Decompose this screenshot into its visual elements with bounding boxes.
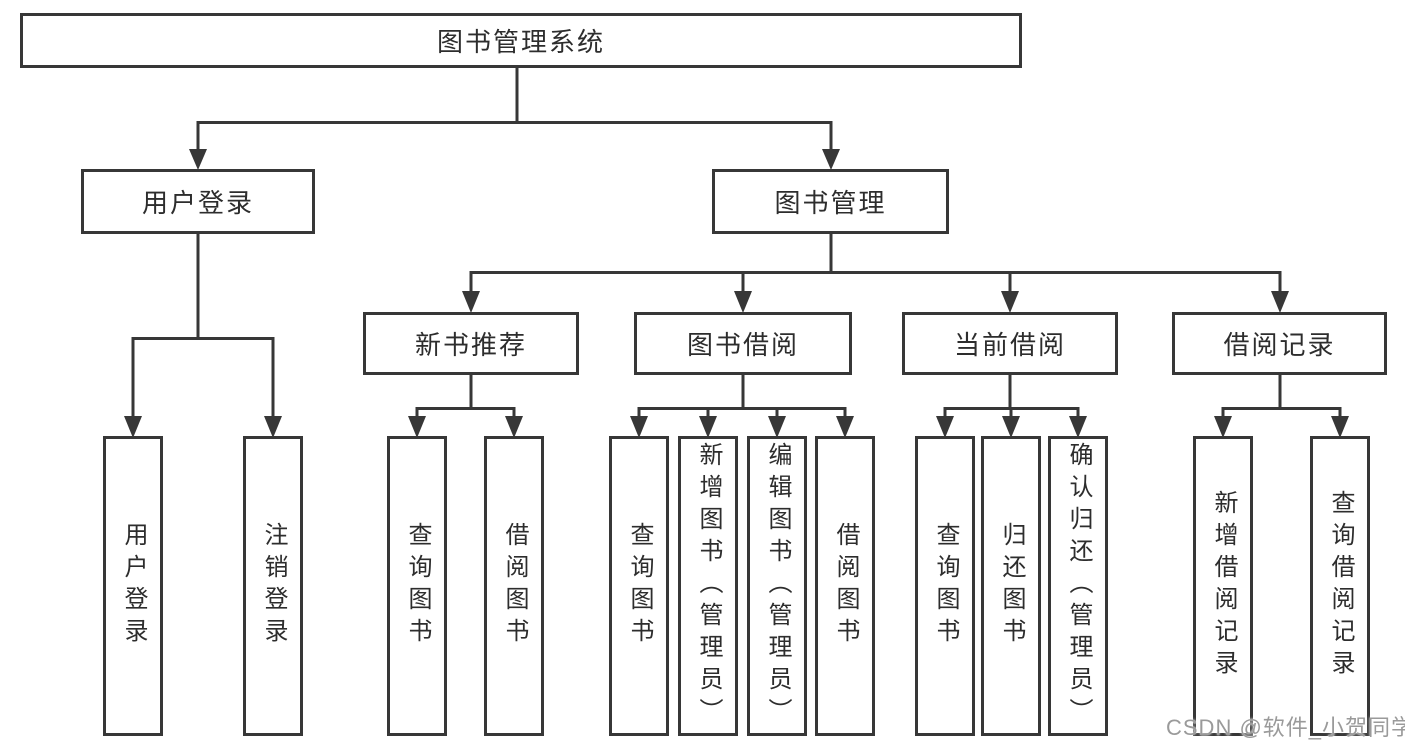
leaf-br-add-record: 新增借阅记录 xyxy=(1193,436,1253,736)
arrow-down-icon xyxy=(264,416,282,438)
connector-user-login-to-leaves xyxy=(124,234,282,438)
leaf-label: 借阅图书 xyxy=(501,522,528,650)
node-new-book-recommend: 新书推荐 xyxy=(363,312,579,375)
leaf-label: 查询图书 xyxy=(932,522,959,650)
leaf-nb-borrow-books: 借阅图书 xyxy=(484,436,544,736)
arrow-down-icon xyxy=(1001,291,1019,313)
arrow-down-icon xyxy=(699,416,717,438)
leaf-br-query-record: 查询借阅记录 xyxy=(1310,436,1370,736)
leaf-label: 用户登录 xyxy=(120,522,147,650)
arrow-down-icon xyxy=(768,416,786,438)
node-borrow-records: 借阅记录 xyxy=(1172,312,1387,375)
arrow-down-icon xyxy=(462,291,480,313)
leaf-label: 确认归还（管理员） xyxy=(1065,442,1092,730)
leaf-label: 归还图书 xyxy=(998,522,1025,650)
arrow-down-icon xyxy=(1271,291,1289,313)
node-root: 图书管理系统 xyxy=(20,13,1022,68)
leaf-cb-return-books: 归还图书 xyxy=(981,436,1041,736)
arrow-down-icon xyxy=(124,416,142,438)
arrow-down-icon xyxy=(936,416,954,438)
arrow-down-icon xyxy=(189,149,207,170)
leaf-user-login: 用户登录 xyxy=(103,436,163,736)
arrow-down-icon xyxy=(822,149,840,170)
arrow-down-icon xyxy=(836,416,854,438)
connector-current-borrow-to-leaves xyxy=(936,375,1087,438)
arrow-down-icon xyxy=(1002,416,1020,438)
connector-book-borrow-to-leaves xyxy=(630,375,854,438)
leaf-cb-query-books: 查询图书 xyxy=(915,436,975,736)
leaf-label: 编辑图书（管理员） xyxy=(764,442,791,730)
leaf-bb-query-books: 查询图书 xyxy=(609,436,669,736)
leaf-label: 注销登录 xyxy=(260,522,287,650)
arrow-down-icon xyxy=(734,291,752,313)
node-book-borrow: 图书借阅 xyxy=(634,312,852,375)
csdn-watermark: CSDN @软件_小贺同学 xyxy=(1166,715,1405,740)
leaf-bb-edit-book-admin: 编辑图书（管理员） xyxy=(747,436,807,736)
arrow-down-icon xyxy=(1069,416,1087,438)
arrow-down-icon xyxy=(1214,416,1232,438)
leaf-logout: 注销登录 xyxy=(243,436,303,736)
connector-borrow-records-to-leaves xyxy=(1214,375,1349,438)
connector-book-management-to-level3 xyxy=(462,234,1289,313)
arrow-down-icon xyxy=(505,416,523,438)
leaf-bb-borrow-books: 借阅图书 xyxy=(815,436,875,736)
leaf-label: 新增借阅记录 xyxy=(1210,490,1237,682)
arrow-down-icon xyxy=(408,416,426,438)
node-current-borrow: 当前借阅 xyxy=(902,312,1118,375)
connector-root-to-level2 xyxy=(189,68,840,170)
leaf-nb-query-books: 查询图书 xyxy=(387,436,447,736)
leaf-label: 借阅图书 xyxy=(832,522,859,650)
leaf-cb-confirm-return-admin: 确认归还（管理员） xyxy=(1048,436,1108,736)
arrow-down-icon xyxy=(630,416,648,438)
node-book-management: 图书管理 xyxy=(712,169,949,234)
arrow-down-icon xyxy=(1331,416,1349,438)
connector-new-book-recommend-to-leaves xyxy=(408,375,523,438)
leaf-label: 查询图书 xyxy=(404,522,431,650)
leaf-label: 查询借阅记录 xyxy=(1327,490,1354,682)
leaf-label: 查询图书 xyxy=(626,522,653,650)
node-user-login: 用户登录 xyxy=(81,169,315,234)
leaf-label: 新增图书（管理员） xyxy=(695,442,722,730)
leaf-bb-add-book-admin: 新增图书（管理员） xyxy=(678,436,738,736)
